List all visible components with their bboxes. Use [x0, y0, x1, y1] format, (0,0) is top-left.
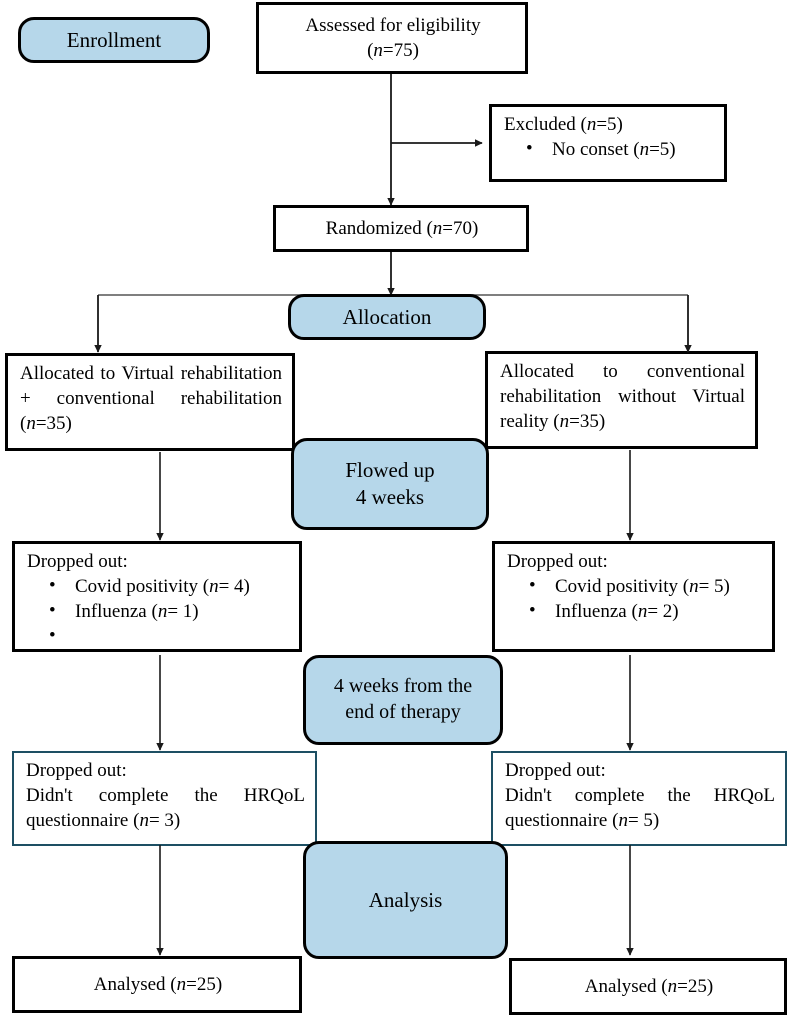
- analysed-right-text: Analysed (n=25): [584, 975, 714, 997]
- stage-badge-enrollment: Enrollment: [18, 17, 210, 63]
- randomized-text: Randomized (n=70): [325, 217, 479, 239]
- node-randomized: Randomized (n=70): [273, 205, 529, 252]
- stage-badge-enrollment-label: Enrollment: [66, 27, 162, 52]
- node-excluded: Excluded (n=5) No conset (n=5): [489, 104, 727, 182]
- allocated-right-text: Allocated to conventional rehabilitation…: [500, 361, 745, 433]
- list-item: No conset (n=5): [526, 136, 714, 162]
- list-item: Covid positivity (n= 5): [529, 573, 762, 599]
- stage-badge-allocation: Allocation: [288, 294, 486, 340]
- assessed-line1: Assessed for eligibility: [305, 14, 481, 36]
- dropout-right-heading: Dropped out:: [507, 551, 608, 572]
- node-dropout-right: Dropped out: Covid positivity (n= 5) Inf…: [492, 541, 775, 652]
- stage-badge-followup: Flowed up 4 weeks: [291, 438, 489, 530]
- node-analysed-left: Analysed (n=25): [12, 956, 302, 1013]
- node-allocated-right: Allocated to conventional rehabilitation…: [485, 351, 758, 449]
- node-dropout-left: Dropped out: Covid positivity (n= 4) Inf…: [12, 541, 302, 652]
- node-hrqol-dropout-left: Dropped out: Didn't complete the HRQoL q…: [12, 751, 317, 846]
- allocated-left-text: Allocated to Virtual rehabilitation + co…: [20, 363, 282, 435]
- list-item: Influenza (n= 1): [49, 598, 289, 624]
- stage-badge-analysis: Analysis: [303, 841, 508, 959]
- assessed-line2: (n=75): [367, 40, 419, 61]
- hrqol-right-body: Didn't complete the HRQoL questionnaire …: [505, 785, 775, 832]
- stage-badge-analysis-label: Analysis: [368, 887, 443, 912]
- excluded-heading: Excluded (n=5): [504, 114, 623, 135]
- node-allocated-left: Allocated to Virtual rehabilitation + co…: [5, 353, 295, 451]
- node-assessed-for-eligibility: Assessed for eligibility (n=75): [256, 2, 528, 74]
- dropout-left-bullet-list: Covid positivity (n= 4) Influenza (n= 1): [27, 573, 289, 648]
- excluded-bullet-list: No conset (n=5): [504, 136, 714, 162]
- dropout-left-heading: Dropped out:: [27, 551, 128, 572]
- list-item: Covid positivity (n= 4): [49, 573, 289, 599]
- stage-badge-allocation-label: Allocation: [342, 304, 432, 329]
- stage-badge-post-therapy-label: 4 weeks from the end of therapy: [333, 675, 473, 723]
- hrqol-left-body: Didn't complete the HRQoL questionnaire …: [26, 785, 305, 832]
- analysed-left-text: Analysed (n=25): [93, 973, 223, 995]
- hrqol-left-heading: Dropped out:: [26, 760, 127, 781]
- list-item: Influenza (n= 2): [529, 598, 762, 624]
- stage-badge-followup-label: Flowed up 4 weeks: [345, 458, 435, 509]
- hrqol-right-heading: Dropped out:: [505, 760, 606, 781]
- dropout-right-bullet-list: Covid positivity (n= 5) Influenza (n= 2): [507, 573, 762, 624]
- list-item-empty: [49, 623, 289, 648]
- node-hrqol-dropout-right: Dropped out: Didn't complete the HRQoL q…: [491, 751, 787, 846]
- node-analysed-right: Analysed (n=25): [509, 958, 787, 1015]
- stage-badge-post-therapy: 4 weeks from the end of therapy: [303, 655, 503, 745]
